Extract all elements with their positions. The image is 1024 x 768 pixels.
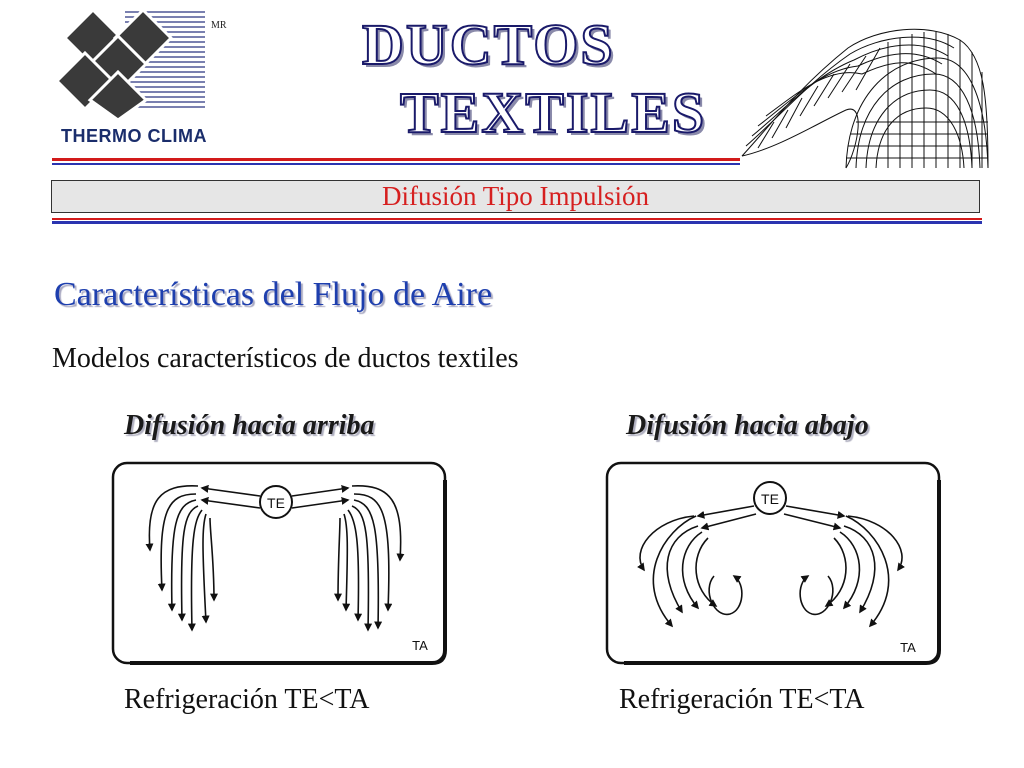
band-red-rule <box>52 218 982 220</box>
figure-2-title: Difusión hacia abajo <box>626 410 869 441</box>
header-blue-rule <box>52 163 740 165</box>
section-subheading: Modelos característicos de ductos textil… <box>52 343 519 374</box>
company-logo: MR THERMO CLIMA <box>55 8 240 148</box>
te-label: TE <box>267 495 285 511</box>
subtitle-band: Difusión Tipo Impulsión <box>51 180 980 213</box>
title-line-2: TEXTILES <box>399 80 707 145</box>
ta-label: TA <box>412 638 428 653</box>
band-blue-rule <box>52 221 982 224</box>
logo-mark-icon <box>55 8 205 120</box>
section-heading: Características del Flujo de Aire <box>54 276 493 313</box>
company-name: THERMO CLIMA <box>61 126 207 146</box>
trademark-mark: MR <box>211 20 227 31</box>
ta-label: TA <box>900 640 916 655</box>
figure-1-caption: Refrigeración TE<TA <box>124 684 370 715</box>
downward-diffusion-diagram: TE TA <box>605 461 941 665</box>
band-title: Difusión Tipo Impulsión <box>381 181 650 211</box>
figure-1-title: Difusión hacia arriba <box>124 410 375 441</box>
header-red-rule <box>52 158 740 161</box>
figure-2-caption: Refrigeración TE<TA <box>619 684 865 715</box>
te-label: TE <box>761 491 779 507</box>
textile-duct-illustration <box>741 28 989 169</box>
upward-diffusion-diagram: TE TA <box>111 461 447 665</box>
title-line-1: DUCTOS <box>361 12 615 77</box>
